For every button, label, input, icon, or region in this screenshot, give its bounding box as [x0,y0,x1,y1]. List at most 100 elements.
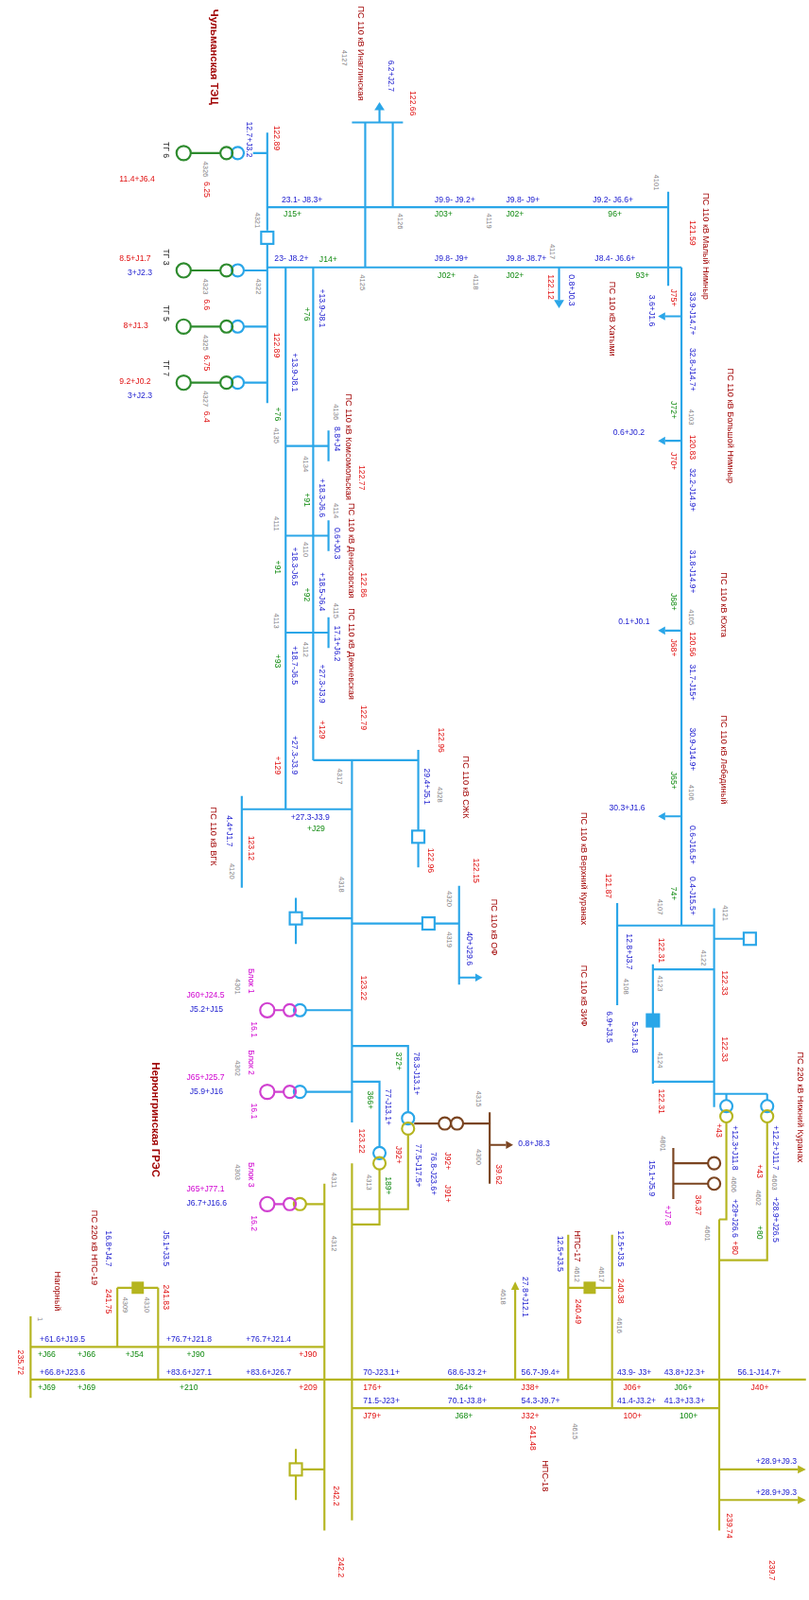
power-flow: +13.9-J8.1 [317,287,327,328]
power-flow: 31.8-J14.9+ [688,549,697,595]
power-flow: 31.7-J15+ [688,662,697,702]
node-number: 4601 [704,1223,712,1242]
line-35kv [413,1111,721,1199]
voltage-value: 122.33 [720,1034,729,1063]
power-flow: +29+J26.6 [730,1197,740,1239]
node-number: 4124 [656,1049,665,1068]
voltage-value: 242.2 [336,1555,345,1579]
voltage-value: 120.83 [688,433,697,462]
line-220kv [30,1109,806,1531]
power-flow: +83.6+J26.7 [244,1367,293,1377]
voltage-value: 123.22 [357,1126,366,1154]
power-flow: 3+J2.3 [126,391,154,400]
power-flow: 0.6+J0.2 [612,428,647,437]
generator-output: 16.2 [248,1213,258,1232]
power-flow: 0.6-J16.5+ [688,824,697,865]
voltage-value: J40+ [749,1382,770,1392]
current-value: J72+ [669,399,678,420]
voltage-value: 36.37 [693,1193,703,1217]
generator-output: 16.1 [248,1101,258,1119]
voltage-value: 122.12 [546,273,555,301]
plant-name: Нерюнгринская ГРЭС [151,1060,162,1178]
voltage-value: 39.62 [493,1162,502,1186]
generator-output: J60+J24.5 [185,991,225,1000]
power-flow: +12.3+J11.8 [730,1123,740,1171]
current-value: J64+ [453,1382,474,1392]
node-number: 4112 [302,640,310,658]
power-flow: 0.8+J8.3 [516,1138,551,1148]
power-flow: +27.3-J3.9 [290,812,331,822]
node-number: 4115 [332,602,341,620]
voltage-value: 176+ [361,1382,383,1392]
voltage-value: 6.6 [202,297,211,311]
current-value: J02+ [504,209,525,219]
node-number: 4310 [143,1294,152,1313]
node-number: 4114 [332,501,341,519]
node-number: 4328 [436,785,445,804]
node-number: 4317 [336,766,345,785]
generator-name: ТГ 3 [161,247,171,266]
power-flow: J9.8- J9+ [433,255,470,264]
power-flow: +76.7+J21.8 [165,1335,213,1344]
node-number: 4117 [549,242,557,260]
station-name: ПС 110 кВ ЗИФ [579,963,588,1028]
power-flow: 56.7-J9.4+ [520,1367,562,1377]
station-name: ПС 110 кВ Дежневская [346,606,356,701]
node-number: 4309 [120,1294,129,1313]
power-flow: 68.6-J3.2+ [447,1367,488,1377]
power-flow: +83.6+J27.1 [165,1367,213,1377]
station-name: ПС 110 кВ Денисовская [346,501,356,600]
current-value: +210 [178,1382,200,1392]
power-flow: J5.9+J16 [189,1086,224,1096]
node-number: 4108 [621,977,630,996]
generator-output: +J7.8 [663,1203,672,1226]
power-flow: +27.3-J3.9 [290,734,299,775]
node-number: 4113 [273,611,281,629]
power-flow: +66.8+J23.6 [38,1367,87,1377]
power-flow: 0.1+J0.1 [617,618,652,627]
node-number: 4312 [330,1234,339,1253]
voltage-value: J68+ [669,636,678,657]
current-value: +91 [302,491,311,508]
current-value: 372+ [394,1049,403,1071]
power-flow: J5.2+J15 [189,1005,224,1015]
current-value: +J90 [185,1350,206,1360]
station-name: Нагорный [52,1269,62,1311]
power-flow: +12.2+J11.7 [771,1123,780,1171]
node-number: 4315 [475,1088,483,1107]
current-value: J02+ [504,271,525,280]
station-name: ПС 110 кВ Большой Нимныр [726,366,736,484]
current-value: +J69 [76,1382,97,1392]
current-value: 74+ [669,885,678,902]
power-flow: 32.2-J14.9+ [688,466,697,513]
voltage-value: +80 [730,1239,740,1256]
current-value: +92 [302,585,311,603]
voltage-value: J91+ [442,1183,451,1204]
generator-name: ТГ 7 [161,359,171,378]
current-value: +J66 [36,1350,57,1360]
node-number: 4134 [302,454,310,473]
node-number: 4606 [730,1174,739,1193]
power-flow: 16.8+J4.7 [103,1228,113,1267]
voltage-value: 239.7 [767,1558,776,1582]
voltage-value: 6.25 [202,180,211,199]
line-arrow [511,1280,807,1503]
generator-output: Блок 2 [246,1048,256,1076]
node-number: 4127 [341,49,349,68]
generator-block [259,1002,296,1211]
power-flow: J9.8- J9+ [504,195,541,205]
generator-output: Блок 3 [246,1160,256,1188]
power-flow: +76.7+J21.4 [244,1335,293,1344]
node-number: 4107 [656,897,665,916]
power-flow: 70.1-J3.8+ [447,1395,488,1405]
node-number: 4603 [771,1172,779,1191]
voltage-value: 240.49 [573,1297,583,1326]
power-flow: 77.5-J17.5+ [413,1142,423,1188]
station-name: ПС 110 кВ ВГК [208,805,218,866]
power-flow: 17.1+J6.2 [332,623,342,662]
power-flow: 3.6+J1.6 [646,293,655,328]
voltage-value: +129 [273,755,282,776]
power-flow: 5.3+J1.8 [630,1019,639,1054]
voltage-value: 235.72 [16,1348,25,1377]
current-value: J02+ [436,271,457,280]
